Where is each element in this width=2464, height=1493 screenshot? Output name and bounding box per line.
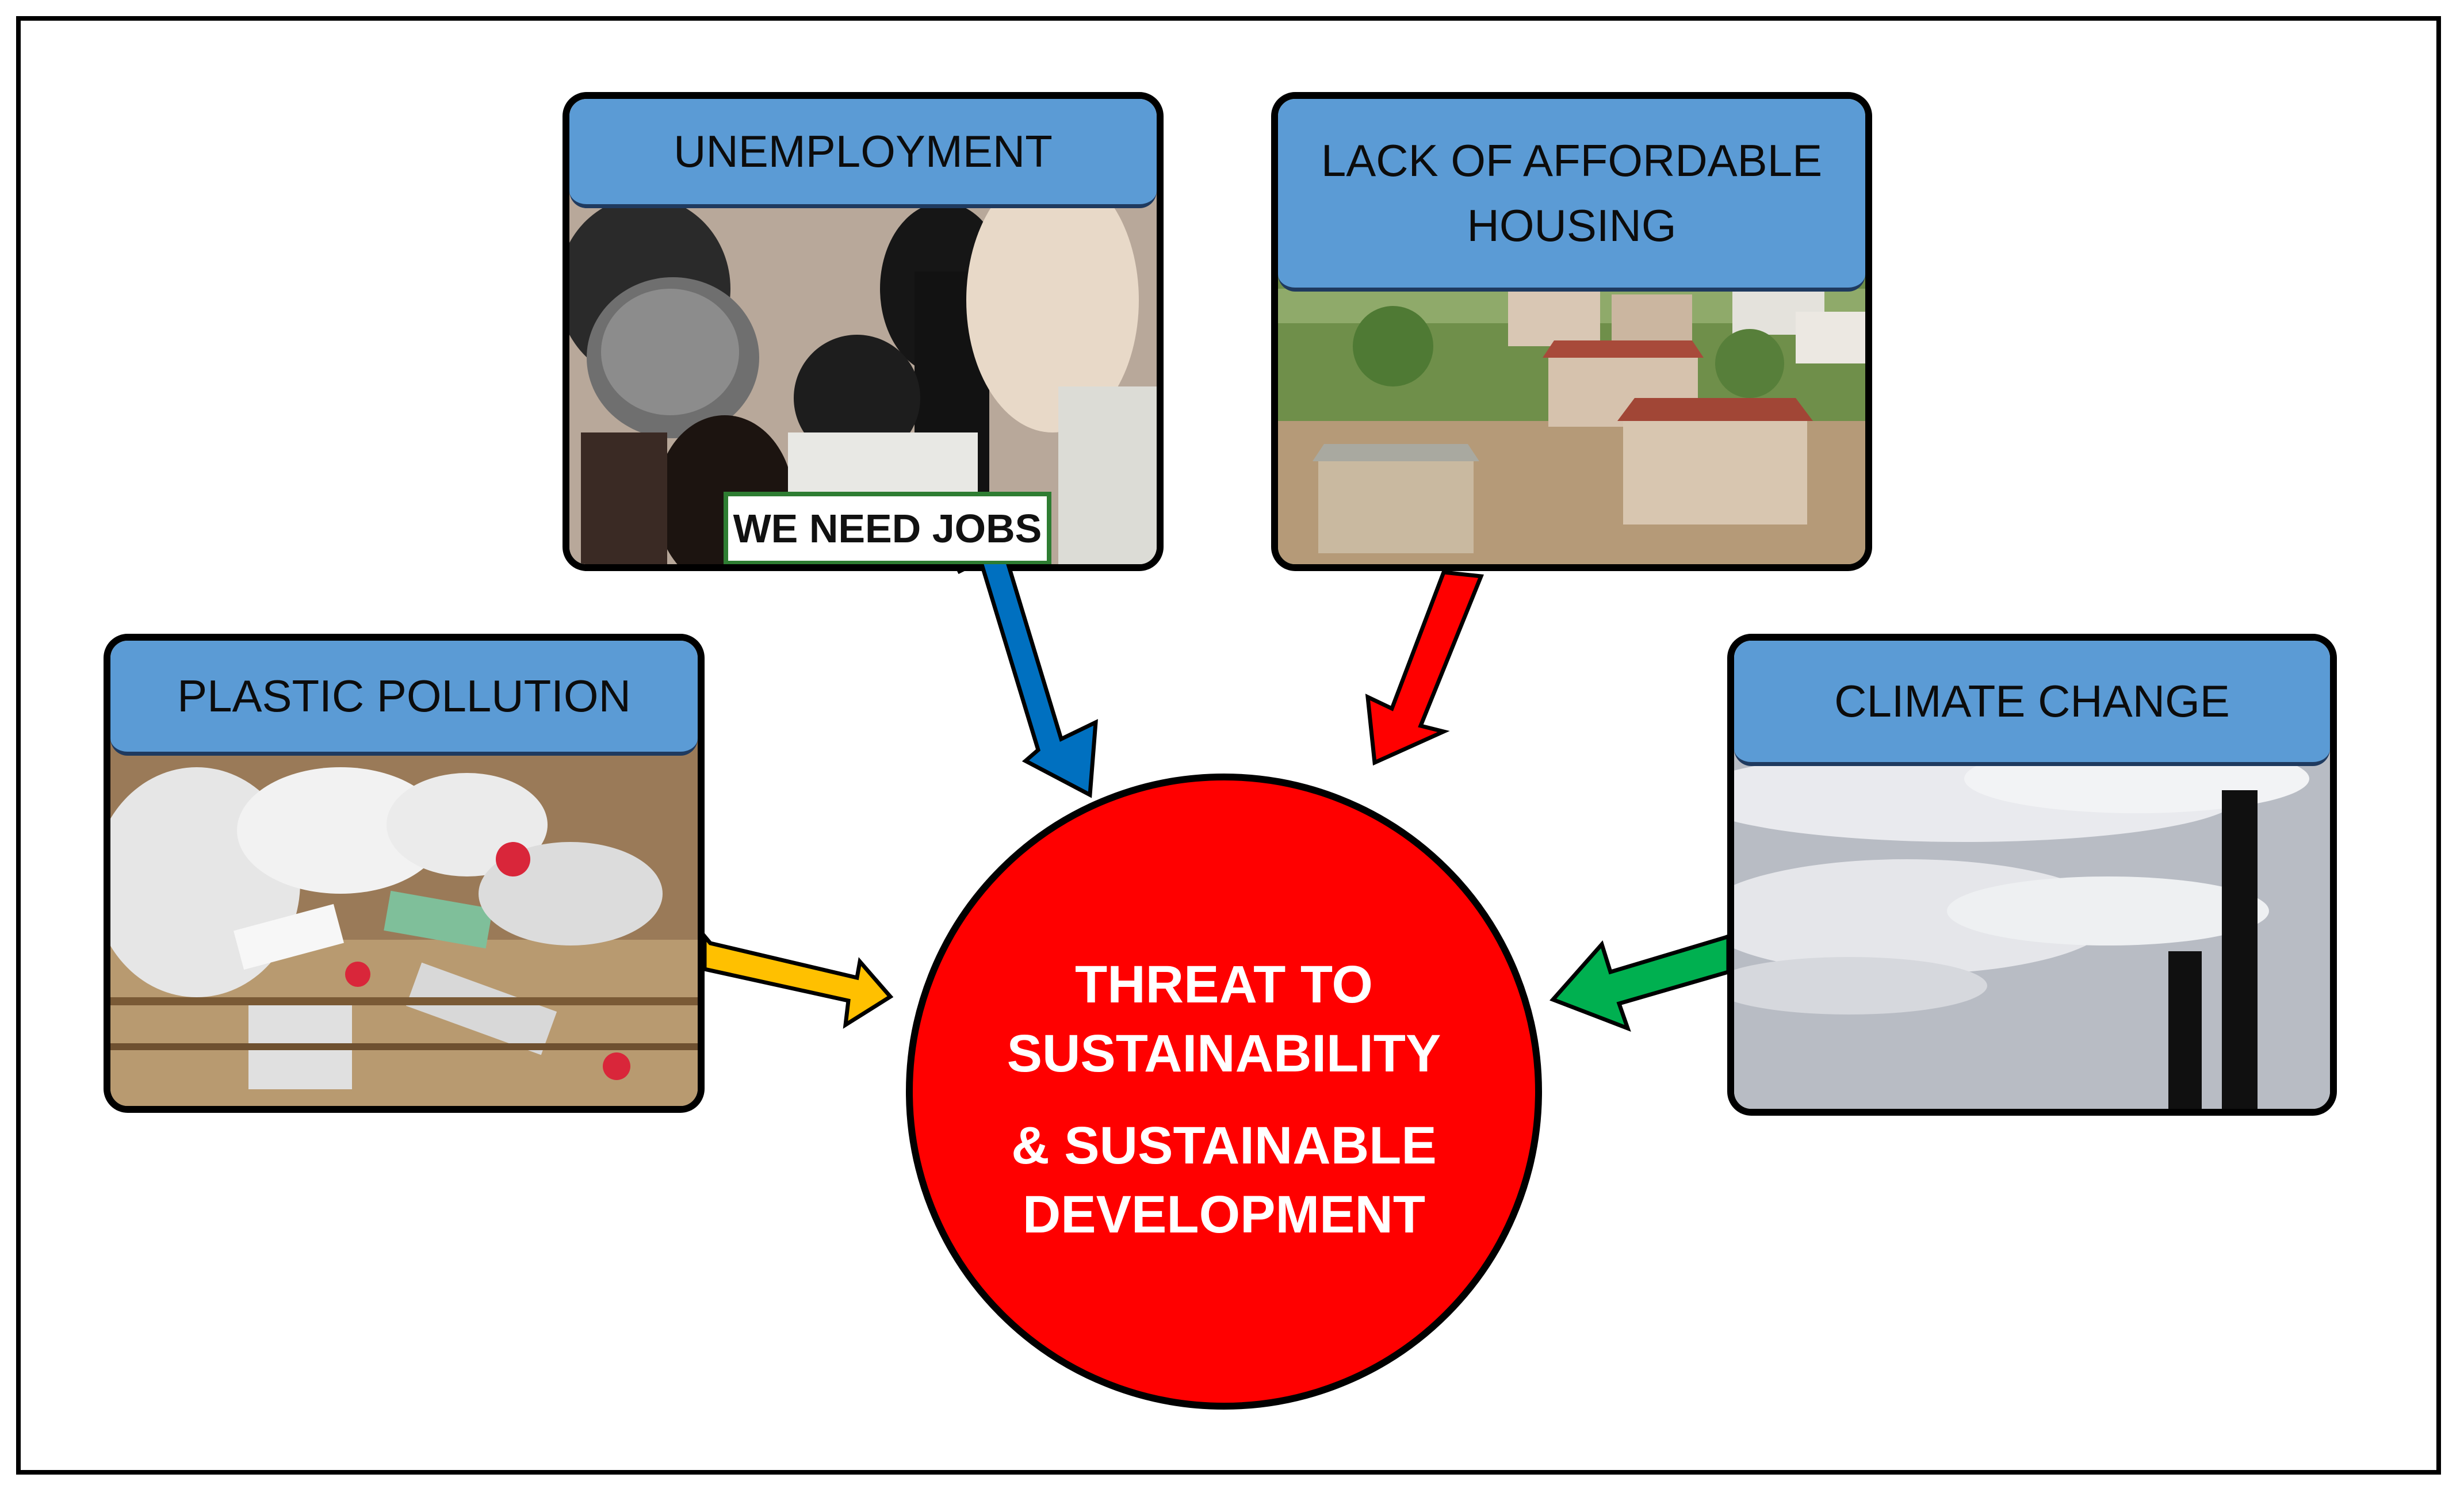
- plastic-title: PLASTIC POLLUTION: [110, 641, 698, 756]
- climate-title: CLIMATE CHANGE: [1734, 641, 2330, 766]
- center-line-1: THREAT TO SUSTAINABILITY: [1007, 955, 1441, 1083]
- climate-card: CLIMATE CHANGE: [1727, 634, 2337, 1116]
- unemployment-card: UNEMPLOYMENT WE NEED JOBS: [563, 92, 1164, 571]
- housing-title: LACK OF AFFORDABLE HOUSING: [1278, 99, 1865, 292]
- housing-card: LACK OF AFFORDABLE HOUSING: [1271, 92, 1872, 571]
- plastic-card: PLASTIC POLLUTION: [104, 634, 705, 1113]
- arrow-unemployment: [956, 546, 1098, 798]
- arrow-climate: [1549, 933, 1731, 1032]
- we-need-jobs-sign: WE NEED JOBS: [724, 492, 1051, 564]
- arrow-plastic: [702, 931, 894, 1029]
- arrow-housing: [1365, 570, 1484, 766]
- center-threat-circle: THREAT TO SUSTAINABILITY & SUSTAINABLE D…: [906, 774, 1542, 1410]
- center-line-2: & SUSTAINABLE DEVELOPMENT: [1011, 1116, 1437, 1244]
- unemployment-title: UNEMPLOYMENT: [569, 99, 1157, 208]
